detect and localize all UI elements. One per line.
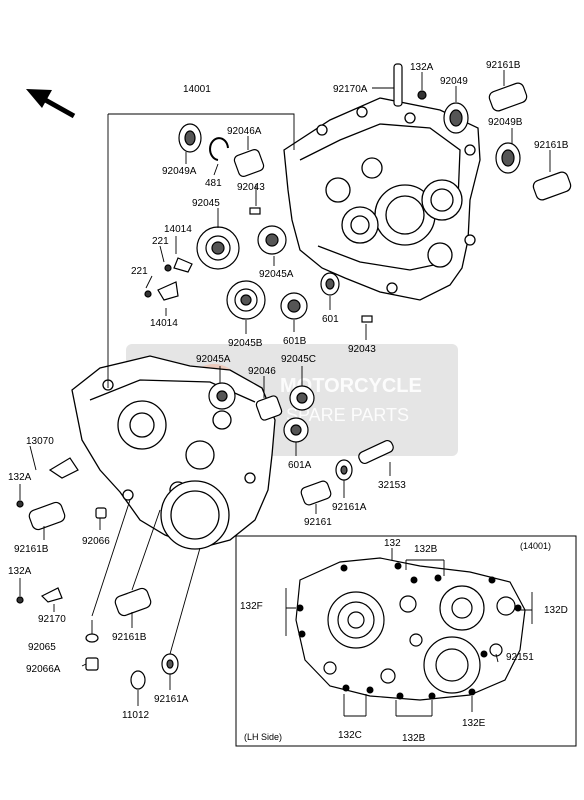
label-13070: 13070 (26, 436, 54, 447)
label-132A-low: 132A (8, 566, 32, 577)
label-92049A: 92049A (162, 166, 197, 177)
label-92049: 92049 (440, 76, 468, 87)
part-14014-a (173, 257, 193, 273)
label-481: 481 (205, 178, 222, 189)
label-92170: 92170 (38, 614, 66, 625)
leader-lines (19, 70, 551, 706)
label-601: 601 (322, 314, 339, 325)
label-92161A-low: 92161A (154, 694, 189, 705)
label-601B: 601B (283, 336, 307, 347)
part-13070 (48, 457, 79, 479)
part-92161B-right (532, 171, 572, 201)
label-14001: 14001 (183, 84, 211, 95)
part-132A-left (16, 500, 24, 508)
part-92161B-left (28, 501, 66, 531)
inset-crankcase-drawing (295, 557, 526, 701)
part-11012 (130, 670, 146, 690)
part-92161 (300, 480, 332, 506)
label-92161: 92161 (304, 517, 332, 528)
label-92046: 92046 (248, 366, 276, 377)
label-132A-left: 132A (8, 472, 32, 483)
part-32153 (358, 439, 394, 465)
part-92065 (85, 633, 99, 643)
part-92046A (233, 149, 265, 177)
label-92161B-low: 92161B (112, 632, 147, 643)
label-11012: 11012 (122, 710, 150, 721)
label-92045B: 92045B (228, 338, 263, 349)
label-92045: 92045 (192, 198, 220, 209)
part-92043-upper (249, 207, 261, 215)
inset-label-132C: 132C (338, 730, 362, 741)
part-481 (209, 137, 229, 161)
label-92065: 92065 (28, 642, 56, 653)
label-92045A-lower: 92045A (196, 354, 231, 365)
inset-label-132B-top: 132B (414, 544, 438, 555)
label-92045A-upper: 92045A (259, 269, 294, 280)
label-221-b: 221 (131, 266, 148, 277)
direction-arrow (26, 89, 76, 119)
part-92066 (95, 507, 107, 519)
inset-label-132E: 132E (462, 718, 486, 729)
part-92170 (40, 587, 63, 603)
label-92045C: 92045C (281, 354, 316, 365)
label-14014-b: 14014 (150, 318, 178, 329)
label-32153: 32153 (378, 480, 406, 491)
label-92049B: 92049B (488, 117, 523, 128)
inset-label-132: 132 (384, 538, 401, 549)
inset-header: (14001) (520, 541, 551, 551)
part-shapes (16, 63, 572, 690)
label-92161B-top: 92161B (486, 60, 521, 71)
label-92066: 92066 (82, 536, 110, 547)
label-92043-lower: 92043 (348, 344, 376, 355)
crankcase-right-half (283, 97, 481, 301)
crankcase-left-half (71, 355, 276, 550)
part-14014-b (157, 281, 179, 301)
label-92170A: 92170A (333, 84, 368, 95)
label-92046A: 92046A (227, 126, 262, 137)
label-132A-top: 132A (410, 62, 434, 73)
watermark-line2: SPARE PARTS (286, 405, 409, 425)
part-92170A (393, 63, 403, 107)
inset-label-132F: 132F (240, 601, 263, 612)
part-92161B-top (488, 82, 528, 112)
label-92161B-right: 92161B (534, 140, 569, 151)
label-92161A-mid: 92161A (332, 502, 367, 513)
inset-label-92151: 92151 (506, 652, 534, 663)
watermark-line1: MOTORCYCLE (280, 375, 422, 397)
part-132A-top (417, 90, 427, 100)
label-14014-a: 14014 (164, 224, 192, 235)
label-92043-upper: 92043 (237, 182, 265, 193)
part-92161B-low (114, 587, 152, 617)
label-601A: 601A (288, 460, 312, 471)
part-92046 (255, 395, 283, 421)
label-92066A: 92066A (26, 664, 61, 675)
inset-panel-lh-side: (14001) (LH Side) (235, 535, 577, 747)
label-221-a: 221 (152, 236, 169, 247)
part-221-b (144, 290, 152, 298)
part-132A-low (16, 596, 24, 604)
part-92043-lower (361, 315, 373, 323)
label-92161B-left: 92161B (14, 544, 49, 555)
part-labels: 14001 92170A 132A 92049 92161B 92049A 92… (8, 60, 569, 721)
inset-labels: 132 132B 132F 132D 92151 132C 132B 132E (240, 538, 568, 744)
part-221-a (164, 264, 172, 272)
inset-label-132D: 132D (544, 605, 568, 616)
part-92066A (85, 657, 99, 671)
inset-leader-lines (285, 548, 533, 717)
inset-footer: (LH Side) (244, 732, 282, 742)
inset-label-132B-bottom: 132B (402, 733, 426, 744)
